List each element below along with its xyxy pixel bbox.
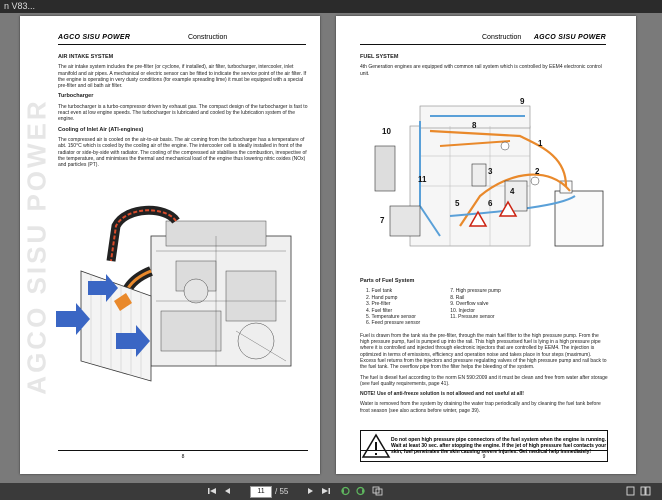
previous-page-icon[interactable] (222, 486, 233, 496)
list-item: 2. Hand pump (366, 294, 398, 301)
warning-box: Do not open high pressure pipe connector… (360, 430, 608, 462)
page-content: AIR INTAKE SYSTEM The air intake system … (58, 54, 308, 172)
airflow-arrow-icon (116, 325, 150, 357)
previous-view-icon[interactable] (340, 486, 351, 496)
page-content-top: FUEL SYSTEM 4th Generation engines are e… (360, 54, 608, 81)
page-content-bottom: Parts of Fuel System 1. Fuel tank 2. Han… (360, 278, 608, 418)
airflow-arrow-icon (56, 303, 90, 335)
subheading: Turbocharger (58, 93, 94, 100)
vertical-watermark: AGCO SISU POWER (21, 98, 52, 395)
last-page-icon[interactable] (320, 486, 331, 496)
engine-air-intake-illustration (56, 205, 292, 382)
list-item: 9. Overflow valve (450, 301, 489, 308)
paragraph: The turbocharger is a turbo-compressor d… (58, 103, 308, 123)
parts-col-1: 1. Fuel tank 2. Hand pump 3. Pre-filter … (366, 288, 420, 326)
title-bar: n V83... (0, 0, 662, 13)
list-item: 1. Fuel tank (366, 288, 393, 295)
warning-icon (468, 210, 488, 227)
page-8: AGCO SISU POWER Construction AGCO SISU P… (20, 16, 320, 474)
page-total: / 55 (275, 487, 289, 496)
warning-icon (498, 200, 518, 217)
list-item: 10. Injector (450, 307, 475, 314)
list-item: 6. Feed pressure sensor (366, 320, 421, 327)
warning-triangle-icon (361, 433, 391, 458)
brand-logo: AGCO SISU POWER (58, 34, 131, 41)
pre-filter (471, 163, 487, 187)
diagram-label: 8 (472, 121, 477, 130)
section-title: Construction (188, 34, 228, 41)
page-header: AGCO SISU POWER Construction (58, 34, 306, 45)
diagram-label: 6 (488, 199, 493, 208)
paragraph: Fuel is drawn from the tank via the pre-… (360, 332, 607, 371)
injector (374, 145, 396, 192)
single-page-view-icon[interactable] (625, 486, 636, 496)
paragraph: The compressed air is cooled on the air-… (58, 136, 307, 169)
diagram-label: 11 (418, 175, 427, 184)
page-header: Construction AGCO SISU POWER (360, 34, 606, 45)
paragraph: 4th Generation engines are equipped with… (360, 64, 602, 77)
airflow-arrow-icon (88, 274, 118, 302)
diagram-label: 10 (382, 127, 391, 136)
next-view-icon[interactable] (355, 486, 366, 496)
diagram-label: 1 (538, 139, 543, 148)
diagram-label: 5 (455, 199, 460, 208)
fuel-system-diagram: 10 9 8 1 11 2 3 4 5 6 7 (374, 97, 604, 247)
subheading: Parts of Fuel System (360, 278, 415, 284)
list-item: 7. High pressure pump (450, 288, 501, 295)
page-9: Construction AGCO SISU POWER FUEL SYSTEM… (336, 16, 636, 474)
subheading: Cooling of Inlet Air (ATI-engines) (58, 126, 144, 133)
diagram-label: 2 (535, 167, 540, 176)
page-number-input[interactable]: 11 (250, 486, 272, 498)
fuel-filter (504, 180, 528, 212)
diagram-label: 4 (510, 187, 515, 196)
warning-text: Do not open high pressure pipe connector… (391, 436, 607, 456)
heading: FUEL SYSTEM (360, 54, 399, 60)
document-viewer[interactable]: AGCO SISU POWER Construction AGCO SISU P… (0, 13, 662, 483)
copy-icon[interactable] (372, 486, 383, 496)
fuel-tank (554, 180, 604, 247)
pdf-navigation-bar: 11 / 55 (0, 483, 662, 500)
list-item: 4. Fuel filter (366, 307, 393, 314)
page-number: 9 (482, 454, 486, 460)
list-item: 3. Pre-filter (366, 301, 391, 308)
section-title: Construction (482, 34, 522, 41)
next-page-icon[interactable] (305, 486, 316, 496)
page-footer: 8 (58, 450, 308, 460)
high-pressure-pump (389, 205, 421, 237)
list-item: 11. Pressure sensor (450, 313, 495, 320)
page-number: 8 (181, 454, 185, 460)
diagram-label: 9 (520, 97, 525, 106)
note: NOTE! Use of anti-freeze solution is not… (360, 391, 524, 398)
paragraph: The air intake system includes the pre-f… (58, 64, 307, 90)
brand-logo: AGCO SISU POWER (533, 34, 606, 41)
paragraph: The fuel is diesel fuel according to the… (360, 374, 608, 387)
heading: AIR INTAKE SYSTEM (58, 54, 114, 60)
diagram-label: 3 (488, 167, 493, 176)
paragraph: Water is removed from the system by drai… (360, 401, 601, 414)
list-item: 8. Rail (450, 294, 465, 301)
two-page-view-icon[interactable] (640, 486, 651, 496)
list-item: 5. Temperature sensor (366, 313, 416, 320)
parts-list: 1. Fuel tank 2. Hand pump 3. Pre-filter … (366, 288, 608, 326)
page-footer: 9 (360, 450, 608, 460)
parts-col-2: 7. High pressure pump 8. Rail 9. Overflo… (450, 288, 501, 326)
document-tab[interactable]: n V83... (4, 1, 36, 11)
first-page-icon[interactable] (207, 486, 218, 496)
diagram-label: 7 (380, 216, 385, 225)
